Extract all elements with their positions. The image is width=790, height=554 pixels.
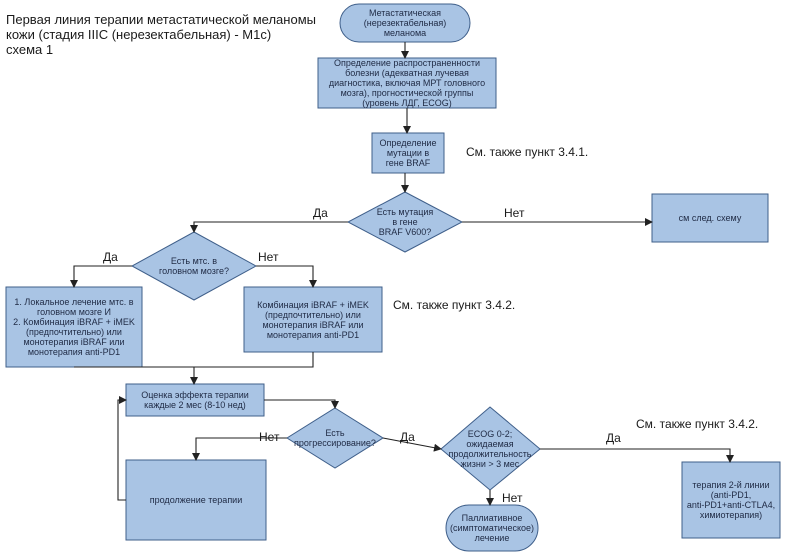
edge-label-ecog-no: Нет — [502, 491, 523, 505]
arrow-continue-loop — [117, 396, 127, 501]
second-line-node: терапия 2-й линии (anti-PD1, anti-PD1+an… — [686, 480, 776, 520]
arrow-ecog-yes — [540, 448, 734, 463]
edge-label-brain-yes: Да — [103, 250, 118, 264]
progress-decision-shape — [286, 407, 384, 469]
brain-decision-shape — [130, 231, 258, 301]
arrow-brain-no-to-evaluate — [194, 352, 314, 368]
arrow-brain-yes-to-evaluate — [74, 366, 198, 385]
see-also-note-3: См. также пункт 3.4.2. — [636, 417, 759, 431]
title-line-1: Первая линия терапии метастатической мел… — [6, 12, 316, 27]
second-line-node-shape — [681, 461, 781, 539]
arrow-brain-no — [256, 265, 317, 288]
edge-label-brain-no: Нет — [258, 250, 279, 264]
see-also-note-1: См. также пункт 3.4.1. — [466, 145, 589, 159]
brain-yes-node-shape — [5, 286, 143, 368]
continue-node: продолжение терапии — [149, 495, 243, 505]
brain-decision-node: Есть мтс. в головном мозге? — [158, 256, 229, 276]
arrow-braf-yes — [190, 221, 348, 233]
see-also-note-2: См. также пункт 3.4.2. — [393, 298, 516, 312]
edge-label-braf-yes: Да — [313, 206, 328, 220]
assess-node: Определение распространенности болезни (… — [328, 58, 486, 108]
start-node: Метастатическая (нерезектабельная) мелан… — [363, 8, 447, 38]
arrow-brain-yes — [70, 265, 132, 288]
edge-label-progress-no: Нет — [259, 430, 280, 444]
braf-test-node: Определение мутации в гене BRAF — [379, 138, 437, 168]
progress-decision-node: Есть прогрессирование? — [294, 428, 376, 448]
brain-no-node-shape — [243, 286, 383, 353]
palliative-node: Паллиативное (симптоматическое) лечение — [450, 513, 534, 543]
braf-decision-shape — [346, 191, 464, 253]
title-line-3: схема 1 — [6, 42, 54, 57]
arrow-progress-no — [192, 437, 287, 461]
assess-node-shape — [317, 57, 497, 109]
edge-label-progress-yes: Да — [400, 430, 415, 444]
brain-yes-node: 1. Локальное лечение мтс. в головном моз… — [13, 297, 135, 357]
title-line-2: кожи (стадия IIIC (нерезектабельная) - M… — [6, 27, 272, 42]
braf-decision-node: Есть мутация в гене BRAF V600? — [376, 207, 434, 237]
ecog-decision-node: ECOG 0-2; ожидаемая продолжительность жи… — [448, 429, 532, 469]
edge-label-braf-no: Нет — [504, 206, 525, 220]
edge-label-ecog-yes: Да — [606, 431, 621, 445]
diagram-title: Первая линия терапии метастатической мел… — [6, 12, 336, 57]
evaluate-node: Оценка эффекта терапии каждые 2 мес (8-1… — [141, 390, 249, 410]
arrow-evaluate-to-progress — [264, 399, 339, 409]
next-scheme-node: см след. схему — [678, 213, 742, 223]
arrow-progress-yes — [382, 437, 442, 452]
brain-no-node: Комбинация iBRAF + iMEK (предпочтительно… — [257, 299, 369, 340]
continue-node-shape — [125, 459, 267, 541]
